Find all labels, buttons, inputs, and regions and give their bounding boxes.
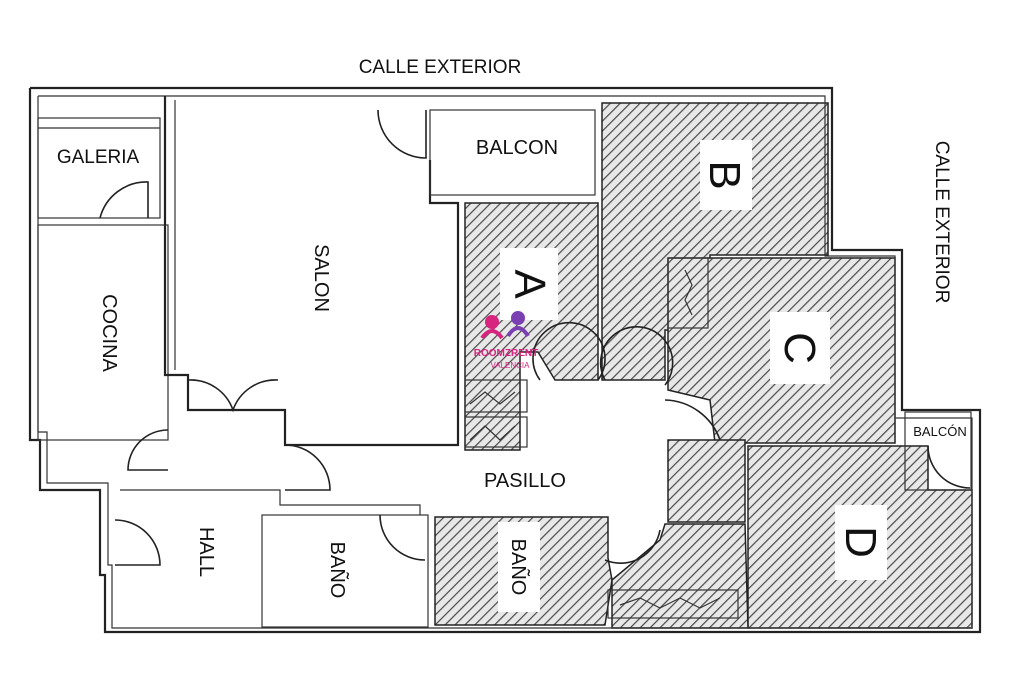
salon-walls	[163, 96, 460, 447]
pasillo-walls	[120, 489, 421, 515]
watermark-line2: VALENCIA	[491, 361, 531, 370]
bano-right-label: BAÑO	[507, 539, 531, 596]
balcon-label: BALCON	[476, 137, 558, 159]
galeria-label: GALERIA	[57, 147, 140, 168]
room-d-label: D	[836, 526, 885, 558]
street-label-top: CALLE EXTERIOR	[359, 57, 522, 78]
cocina-label: COCINA	[98, 294, 120, 372]
galeria-outline	[37, 117, 161, 219]
balcon-outline	[429, 109, 596, 196]
room-b-label: B	[700, 160, 749, 189]
closet-a-1	[464, 379, 528, 413]
cocina-outline	[37, 224, 169, 441]
closet-a-2	[464, 416, 528, 448]
outer-wall	[28, 86, 982, 634]
bano-left-outline	[261, 514, 429, 628]
salon-label: SALON	[310, 244, 332, 312]
watermark-line1: ROOMZRENT	[474, 348, 538, 359]
room-d-label-box	[835, 505, 887, 580]
room-a-label: A	[505, 269, 554, 299]
closet-d-strip	[607, 589, 739, 619]
balcon-small-label: BALCÓN	[913, 424, 966, 439]
salon-door-top	[377, 109, 427, 159]
central-door-arcs	[532, 321, 721, 564]
room-c-label: C	[775, 332, 824, 364]
roomzrent-logo: ROOMZRENT VALENCIA	[474, 311, 538, 370]
room-a-area	[464, 202, 599, 451]
closet-b	[667, 257, 709, 329]
bano-right-label-box	[498, 522, 540, 612]
room-b-label-box	[700, 140, 752, 210]
room-a-label-box	[500, 248, 558, 320]
room-c-label-box	[770, 312, 830, 384]
hall-double-door	[187, 379, 279, 413]
balcon-small-outline	[904, 411, 972, 491]
pasillo-label: PASILLO	[484, 470, 566, 492]
bano-left-label: BAÑO	[326, 542, 350, 599]
outer-wall-inner	[37, 95, 973, 629]
galeria-door	[99, 181, 149, 219]
hall-label: HALL	[195, 527, 217, 577]
corridor-d-area	[611, 523, 749, 629]
closet-c-area	[667, 439, 746, 523]
street-label-right: CALLE EXTERIOR	[931, 141, 952, 304]
